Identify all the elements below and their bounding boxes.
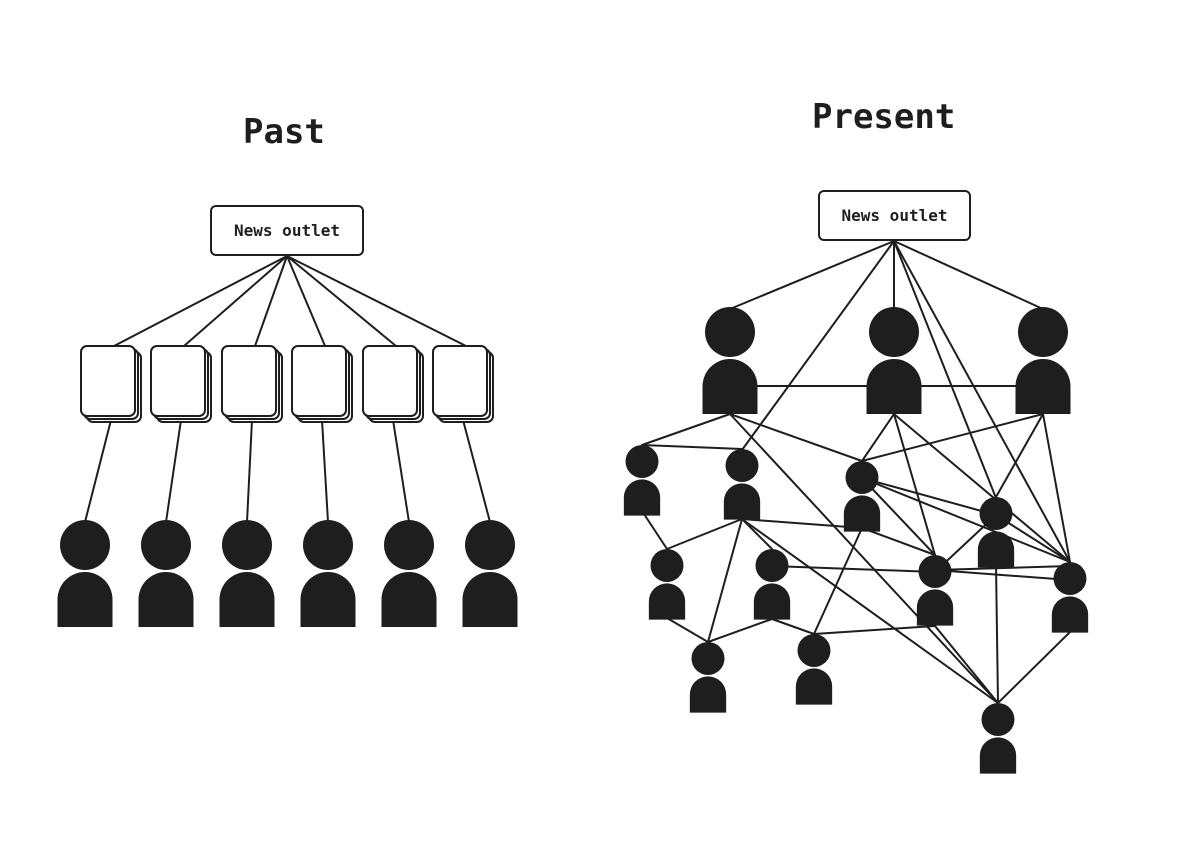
present-share-line (666, 617, 709, 643)
newspaper-stack-icon (432, 345, 494, 423)
newspaper-stack-icon (80, 345, 142, 423)
past-outlet-to-paper-line (183, 255, 288, 347)
present-share-line (813, 625, 936, 635)
present-outlet-line (741, 240, 895, 451)
present-share-line (861, 477, 936, 556)
network-person-icon (1051, 562, 1089, 633)
newspaper-stack-icon (221, 345, 283, 423)
present-title: Present (812, 97, 956, 137)
past-paper-to-reader-line (462, 419, 491, 523)
network-person-icon (795, 634, 833, 705)
past-outlet-to-paper-line (286, 255, 326, 347)
network-person-icon (623, 445, 661, 516)
present-share-line (741, 518, 863, 529)
past-paper-to-reader-line (321, 419, 329, 523)
network-person-icon (916, 555, 954, 626)
present-share-line (861, 477, 1071, 563)
present-share-line (861, 413, 1044, 462)
present-outlet-line (893, 240, 1071, 563)
present-share-line (641, 510, 668, 550)
newspaper-stack-icon (291, 345, 353, 423)
reader-person-icon (57, 520, 113, 627)
present-share-line (641, 413, 731, 446)
present-share-line (741, 518, 999, 704)
present-share-line (641, 444, 743, 450)
present-share-line (934, 569, 1071, 581)
newspaper-stack-icon (362, 345, 424, 423)
present-share-line (771, 565, 936, 573)
past-outlet-to-paper-line (113, 255, 288, 347)
present-share-line (893, 413, 1071, 563)
present-share-line (729, 413, 863, 462)
network-person-icon (979, 703, 1017, 774)
network-person-icon (753, 549, 791, 620)
past-paper-to-reader-line (165, 419, 182, 523)
past-outlet-to-paper-line (254, 255, 288, 347)
past-outlet-to-paper-line (286, 255, 397, 347)
present-share-line (861, 527, 936, 556)
influencer-person-icon (702, 307, 758, 414)
present-share-line (997, 631, 1071, 704)
past-paper-to-reader-line (392, 419, 410, 523)
present-outlet-line (729, 240, 895, 310)
past-news-outlet-box: News outlet (210, 205, 364, 256)
influencer-person-icon (1015, 307, 1071, 414)
present-share-line (861, 413, 895, 462)
present-share-line (666, 518, 743, 550)
past-outlet-to-paper-line (286, 255, 467, 347)
present-outlet-line (893, 240, 997, 499)
present-share-line (771, 618, 815, 635)
network-person-icon (977, 497, 1015, 568)
present-share-line (729, 413, 999, 704)
diagram-nodes (57, 307, 1089, 774)
reader-person-icon (300, 520, 356, 627)
present-share-line (707, 518, 743, 643)
past-paper-to-reader-line (246, 419, 253, 523)
reader-person-icon (462, 520, 518, 627)
present-share-line (1042, 413, 1071, 563)
present-share-line (995, 564, 999, 704)
influencer-person-icon (866, 307, 922, 414)
present-share-line (813, 527, 863, 635)
present-outlet-line (893, 240, 1044, 310)
present-share-line (934, 625, 999, 704)
network-person-icon (689, 642, 727, 713)
present-news-outlet-box: News outlet (818, 190, 971, 241)
present-share-line (934, 565, 1071, 571)
past-title: Past (243, 112, 325, 152)
connection-lines (84, 240, 1071, 704)
present-share-line (861, 477, 997, 516)
newspaper-stack-icon (150, 345, 212, 423)
past-paper-to-reader-line (84, 419, 112, 523)
network-person-icon (648, 549, 686, 620)
present-share-line (995, 413, 1044, 498)
reader-person-icon (219, 520, 275, 627)
present-share-line (741, 518, 773, 550)
present-share-line (707, 618, 773, 643)
network-person-icon (843, 461, 881, 532)
network-person-icon (723, 449, 761, 520)
reader-person-icon (381, 520, 437, 627)
present-share-line (893, 413, 936, 556)
reader-person-icon (138, 520, 194, 627)
